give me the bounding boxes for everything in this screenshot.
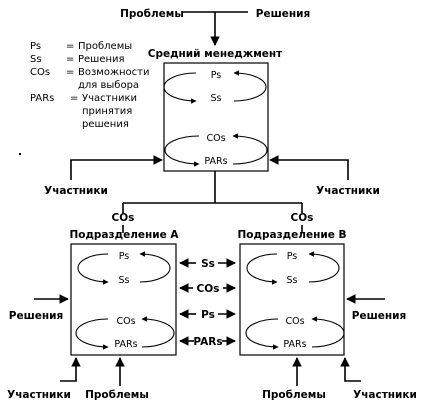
- unit-a-cos-inner-label: COs: [116, 316, 135, 327]
- legend-eq-ps: =: [66, 41, 74, 52]
- unit-b-cos-label: COs: [291, 212, 314, 224]
- middle-participants-right: Участники: [316, 185, 380, 197]
- unit-a-solutions-label: Решения: [9, 310, 63, 322]
- legend-desc-ps: Проблемы: [78, 41, 132, 52]
- exchange-cos: COs: [179, 283, 236, 295]
- middle-management-box: [163, 62, 269, 172]
- legend-desc-pars-2: принятия: [82, 106, 132, 117]
- unit-b-ps-label: Ps: [287, 251, 298, 262]
- exchange-ps-label: Ps: [201, 309, 215, 321]
- legend-desc-cos-1: Возможности: [78, 67, 149, 78]
- exchange-ps: Ps: [179, 309, 236, 321]
- top-problems-label: Проблемы: [120, 8, 184, 20]
- top-solutions-label: Решения: [256, 8, 310, 20]
- middle-participants-left-arrow: [70, 155, 163, 180]
- unit-b-solutions-label: Решения: [352, 310, 406, 322]
- legend-abbr-cos: COs: [30, 67, 50, 78]
- unit-b-box: [239, 243, 345, 356]
- legend: Ps = Проблемы Ss = Решения COs = Возможн…: [30, 41, 149, 130]
- stray-dot: [19, 153, 21, 155]
- unit-b-ss-label: Ss: [287, 275, 298, 286]
- legend-abbr-ps: Ps: [30, 41, 41, 52]
- unit-a-pars-label: PARs: [114, 339, 137, 350]
- unit-a-participants-label: Участники: [7, 389, 71, 401]
- exchange-ss: Ss: [179, 258, 236, 270]
- middle-management-title: Средний менеджмент: [148, 48, 283, 60]
- legend-abbr-ss: Ss: [30, 54, 42, 65]
- unit-a-cos-label: COs: [112, 212, 135, 224]
- unit-b-participants-arrow: [340, 357, 361, 382]
- legend-desc-ss: Решения: [78, 54, 125, 65]
- exchange-ss-label: Ss: [201, 258, 215, 270]
- middle-pars-label: PARs: [204, 156, 227, 167]
- unit-a-problems-label: Проблемы: [85, 389, 149, 401]
- unit-b-problems-label: Проблемы: [262, 389, 326, 401]
- legend-desc-pars-3: решения: [82, 119, 129, 130]
- unit-a-title: Подразделение А: [69, 229, 179, 241]
- middle-participants-right-arrow: [269, 155, 349, 180]
- unit-b-ps-ss-cycle: Ps Ss: [246, 251, 340, 286]
- legend-eq-pars: =: [70, 93, 78, 104]
- middle-cos-pars-cycle: COs PARs: [164, 133, 268, 167]
- unit-a-participants-arrow: [60, 357, 81, 382]
- legend-desc-pars-1: Участники: [82, 93, 137, 104]
- legend-eq-ss: =: [66, 54, 74, 65]
- middle-ps-ss-cycle: Ps Ss: [163, 70, 267, 104]
- exchange-pars: PARs: [179, 336, 236, 348]
- middle-ss-label: Ss: [211, 93, 222, 104]
- exchange-pars-label: PARs: [193, 336, 222, 348]
- unit-a-ss-label: Ss: [119, 275, 130, 286]
- unit-a-ps-label: Ps: [119, 251, 130, 262]
- unit-b-participants-label: Участники: [353, 389, 417, 401]
- legend-abbr-pars: PARs: [30, 93, 54, 104]
- unit-b-cos-pars-cycle: COs PARs: [245, 316, 345, 350]
- middle-participants-left: Участники: [44, 185, 108, 197]
- unit-b-title: Подразделение В: [238, 229, 347, 241]
- unit-a-box: [70, 243, 177, 356]
- legend-eq-cos: =: [66, 67, 74, 78]
- middle-cos-label: COs: [206, 133, 225, 144]
- unit-a-cos-pars-cycle: COs PARs: [75, 316, 175, 350]
- middle-ps-label: Ps: [211, 70, 222, 81]
- legend-desc-cos-2: для выбора: [78, 80, 139, 91]
- exchange-cos-label: COs: [197, 283, 220, 295]
- unit-b-cos-inner-label: COs: [285, 316, 304, 327]
- unit-a-ps-ss-cycle: Ps Ss: [77, 251, 171, 286]
- unit-b-pars-label: PARs: [283, 339, 306, 350]
